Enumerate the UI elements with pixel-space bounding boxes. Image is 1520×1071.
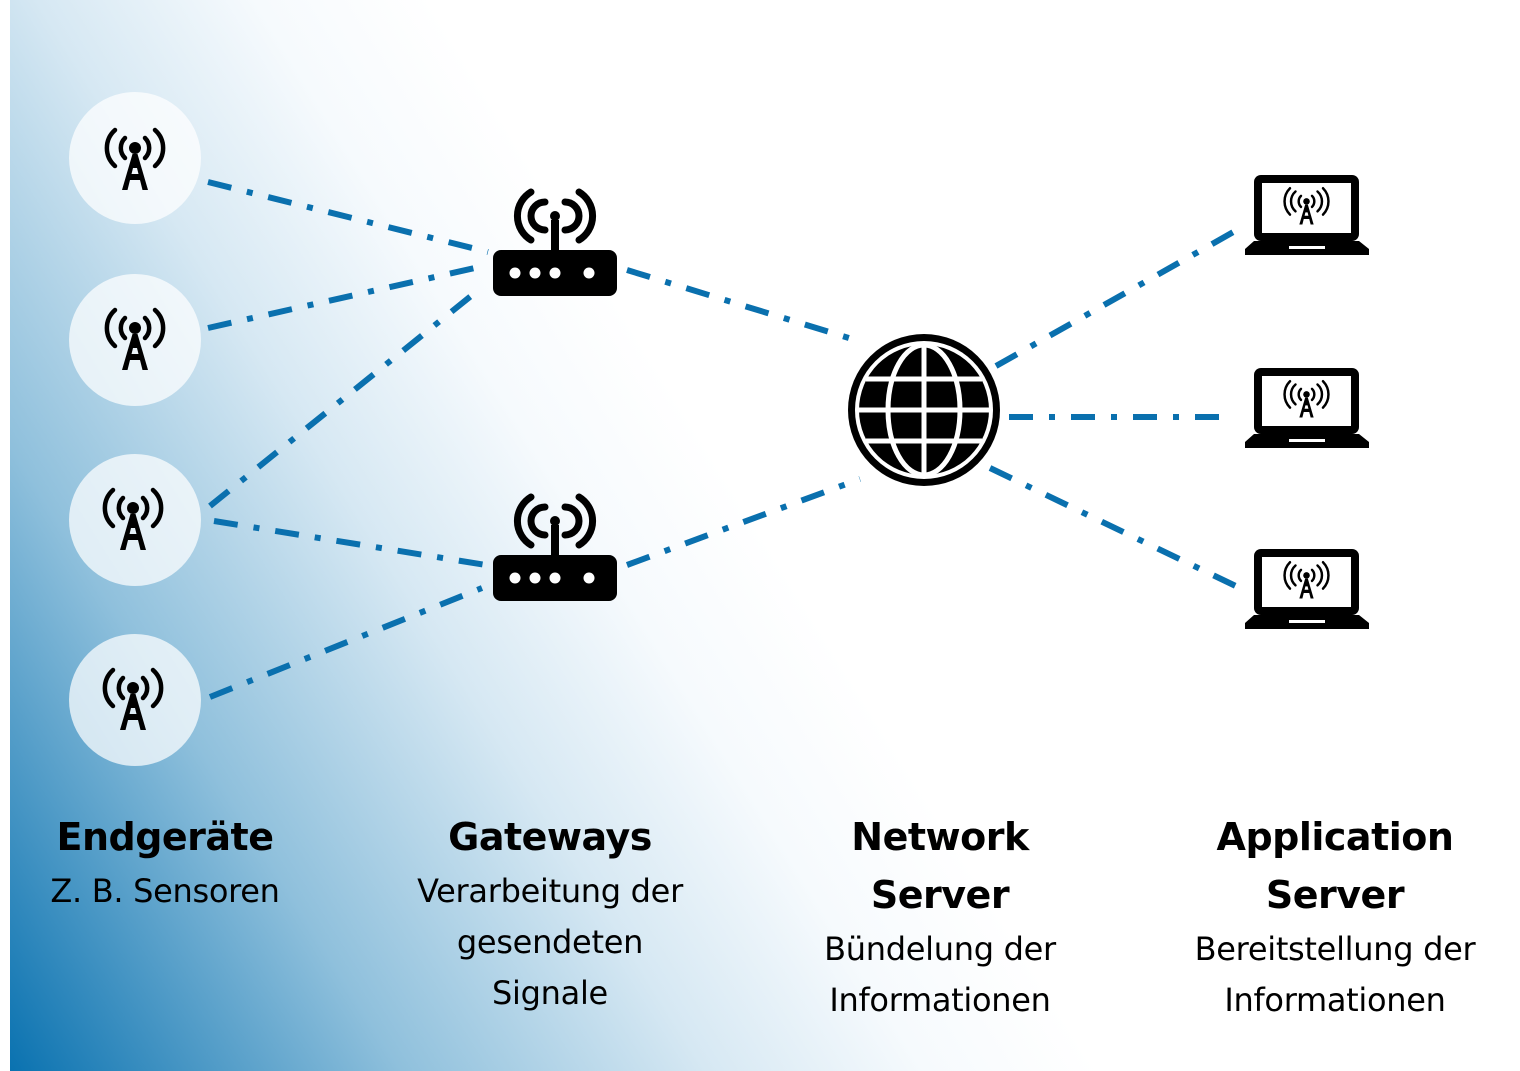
sensor-4[interactable] <box>69 634 201 766</box>
connection-sensor-3-to-gateway-2 <box>213 518 487 568</box>
column-subtitle: Bündelung der <box>824 930 1056 968</box>
label-gateways: Gateways Verarbeitung der gesendeten Sig… <box>390 808 710 1019</box>
column-subtitle: Signale <box>492 974 608 1012</box>
connection-gateway-1-to-network-server <box>626 267 863 345</box>
wifi-router-icon <box>493 497 617 601</box>
connection-network-server-to-app-server-1 <box>994 223 1246 369</box>
laptop-radio-tower-icon <box>1245 368 1369 448</box>
gateway-1[interactable] <box>493 192 617 296</box>
wifi-router-icon <box>493 192 617 296</box>
column-title: Network <box>851 815 1029 859</box>
column-subtitle: Z. B. Sensoren <box>50 872 280 910</box>
sensor-1[interactable] <box>69 92 201 224</box>
connection-sensor-3-to-gateway-1 <box>208 289 478 509</box>
column-subtitle: Bereitstellung der <box>1194 930 1476 968</box>
label-application-server: Application Server Bereitstellung der In… <box>1160 808 1510 1026</box>
column-title: Server <box>1265 873 1405 917</box>
app-server-1[interactable] <box>1245 175 1369 255</box>
sensor-2[interactable] <box>69 274 201 406</box>
sensor-3[interactable] <box>69 454 201 586</box>
app-server-2[interactable] <box>1245 368 1369 448</box>
column-subtitle: Informationen <box>1224 981 1446 1019</box>
connection-sensor-2-to-gateway-1 <box>207 262 489 331</box>
gateway-2[interactable] <box>493 497 617 601</box>
connection-gateway-2-to-network-server <box>625 476 862 568</box>
column-subtitle: gesendeten <box>456 923 644 961</box>
column-title: Application <box>1216 815 1454 859</box>
label-network-server: Network Server Bündelung der Information… <box>790 808 1090 1026</box>
globe-icon <box>848 334 1000 486</box>
app-server-3[interactable] <box>1245 549 1369 629</box>
column-subtitle: Informationen <box>829 981 1051 1019</box>
laptop-radio-tower-icon <box>1245 549 1369 629</box>
connection-network-server-to-app-server-3 <box>988 465 1246 593</box>
label-endgeraete: Endgeräte Z. B. Sensoren <box>10 808 320 917</box>
column-title: Server <box>870 873 1010 917</box>
connection-sensor-1-to-gateway-1 <box>207 179 489 255</box>
column-subtitle: Verarbeitung der <box>417 872 683 910</box>
laptop-radio-tower-icon <box>1245 175 1369 255</box>
column-title: Gateways <box>448 815 652 859</box>
column-title: Endgeräte <box>56 815 274 859</box>
connections <box>207 179 1246 700</box>
network-server[interactable] <box>848 334 1000 486</box>
connection-sensor-4-to-gateway-2 <box>208 585 484 700</box>
